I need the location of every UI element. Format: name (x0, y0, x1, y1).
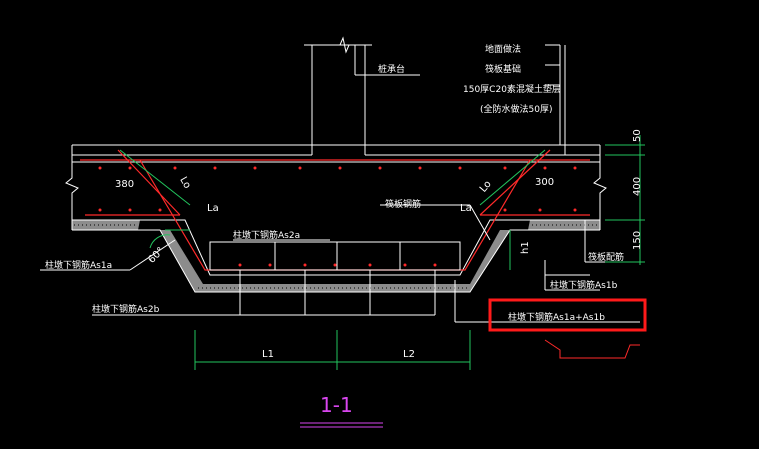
dim-50: 50 (632, 129, 643, 142)
label-as1b: 柱墩下钢筋As1b (550, 279, 618, 291)
label-highlighted[interactable]: 柱墩下钢筋As1a+As1b (508, 311, 605, 323)
label-as2b: 柱墩下钢筋As2b (92, 303, 160, 315)
section-title: 1-1 (320, 393, 353, 417)
label-slab-bottom: 筏板基础 (485, 63, 521, 75)
cushion-dots (74, 224, 598, 289)
angle-arc (149, 234, 171, 249)
column-outline (304, 36, 372, 155)
rebar-dots (98, 166, 577, 267)
dim-la-right: La (460, 203, 472, 214)
label-pile-cap: 桩承台 (378, 63, 405, 75)
label-slab-reinforcement: 筏板配筋 (588, 251, 624, 263)
slab-outline (65, 144, 607, 230)
dim-400: 400 (632, 177, 643, 196)
label-slab-rebar: 筏板钢筋 (385, 198, 421, 210)
dim-l1: L1 (262, 349, 274, 360)
dim-left-300: 380 (115, 179, 134, 190)
dim-angle: 60° (146, 245, 166, 265)
label-as2a: 柱墩下钢筋As2a (233, 229, 300, 241)
dim-lo-left: Lo (177, 175, 192, 190)
dim-h1: h1 (520, 241, 531, 254)
dim-right-300: 300 (535, 177, 554, 188)
dim-150: 150 (632, 231, 643, 250)
label-as1a: 柱墩下钢筋As1a (45, 259, 112, 271)
dimension-lines (119, 135, 645, 370)
dim-l2: L2 (403, 349, 415, 360)
cushion-hatch (72, 220, 600, 292)
highlight-box[interactable] (488, 298, 647, 332)
dim-lo-right: Lo (478, 179, 494, 195)
label-cushion: 150厚C20素混凝土垫层 (463, 83, 561, 95)
section-symbol (544, 339, 640, 359)
rebar-lines (80, 149, 590, 271)
label-floor-finish: 地面做法 (485, 43, 521, 55)
pit-rebar-grid-top (209, 241, 461, 316)
dim-la-left: La (207, 203, 219, 214)
label-cushion-note: (全防水做法50厚) (480, 103, 552, 115)
